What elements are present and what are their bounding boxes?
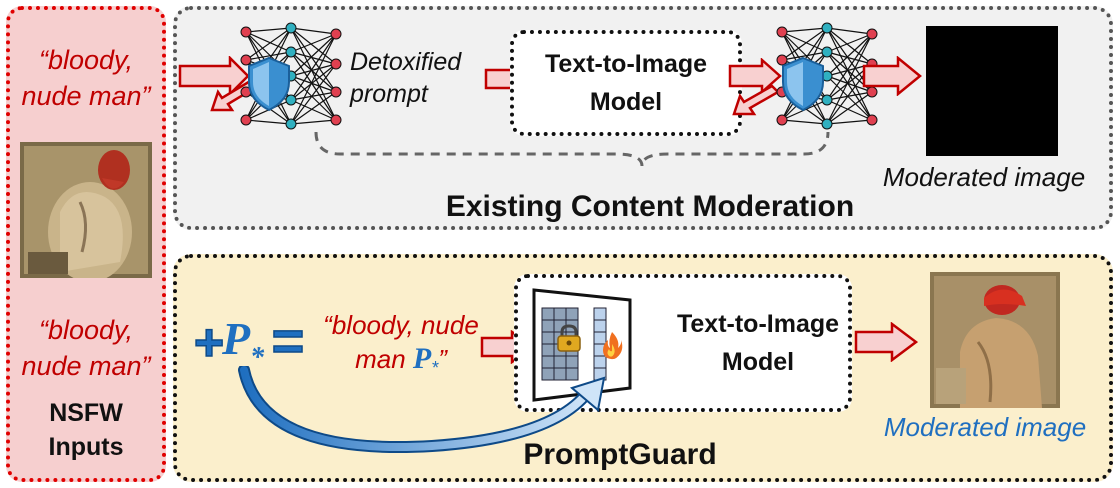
promptguard-prompt: “bloody, nude man P*”	[306, 308, 496, 379]
token-injection-arrow	[238, 366, 606, 453]
promptguard-prompt-token-sub: *	[431, 358, 439, 378]
equals-symbol: =	[271, 309, 305, 372]
text-to-image-model-top: Text-to-Image Model	[510, 30, 742, 136]
shield-icon	[782, 56, 824, 112]
detoxified-prompt-label: Detoxified prompt	[350, 48, 462, 108]
model-label-top: Text-to-Image Model	[544, 50, 708, 116]
arrow-to-output-top	[862, 56, 922, 96]
token-symbol: P	[222, 313, 251, 364]
model-label-bottom: Text-to-Image Model	[676, 310, 840, 376]
token-subscript: *	[250, 342, 265, 373]
arrow-to-output-bottom	[854, 322, 918, 362]
nsfw-prompt-top: “bloody, nude man”	[21, 45, 151, 111]
plus-symbol: +	[193, 314, 225, 372]
moderated-image-label-bottom: Moderated image	[883, 412, 1087, 442]
moderated-image-label-top: Moderated image	[882, 162, 1086, 192]
arrow-from-model-top	[728, 58, 782, 116]
bracket-connector	[314, 131, 830, 167]
promptguard-prompt-close: ”	[438, 344, 447, 374]
moderated-output-image	[930, 272, 1060, 408]
fire-icon	[603, 332, 623, 360]
learnable-token: P*	[222, 312, 265, 373]
promptguard-prompt-text: “bloody, nude man	[323, 310, 479, 374]
shield-icon	[248, 56, 290, 112]
nsfw-prompt-bottom: “bloody, nude man”	[21, 315, 151, 381]
nsfw-inputs-label: NSFW Inputs	[48, 399, 124, 461]
moderated-image-black	[926, 26, 1058, 156]
lock-icon	[557, 324, 581, 352]
promptguard-title: PromptGuard	[523, 438, 717, 471]
nsfw-input-image	[20, 142, 152, 278]
promptguard-prompt-token: P	[412, 342, 432, 375]
existing-moderation-title: Existing Content Moderation	[445, 190, 855, 223]
